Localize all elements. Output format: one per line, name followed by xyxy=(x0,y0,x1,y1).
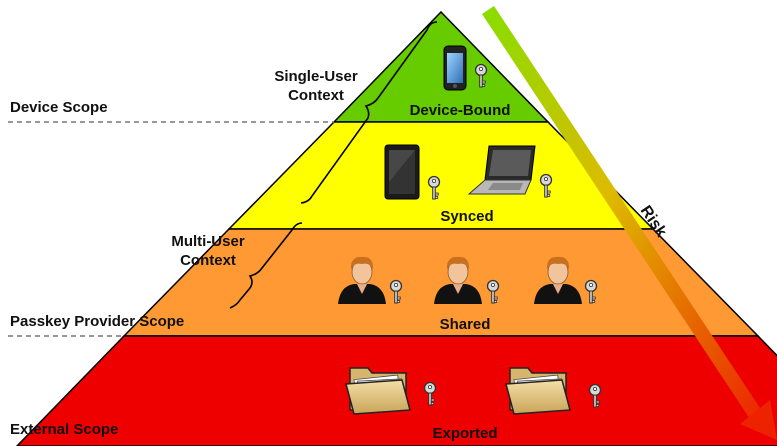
tier-label-synced: Synced xyxy=(440,208,493,225)
device-scope-label: Device Scope xyxy=(10,99,108,116)
multi-user-context-brace xyxy=(229,222,303,309)
tier-label-device-bound: Device-Bound xyxy=(410,102,511,119)
single-user-context-brace xyxy=(300,21,438,204)
multi-user-context-label: Multi-User Context xyxy=(162,232,254,270)
multi-user-context-line2: Context xyxy=(180,252,236,269)
folder-icon xyxy=(505,367,571,415)
smartphone-icon xyxy=(443,45,467,91)
external-scope-label: External Scope xyxy=(10,421,119,438)
laptop-icon xyxy=(467,145,536,195)
single-user-context-line2: Context xyxy=(288,87,344,104)
multi-user-context-line1: Multi-User xyxy=(171,233,245,250)
risk-arrow xyxy=(482,6,777,440)
tier-label-shared: Shared xyxy=(440,316,491,333)
single-user-context-label: Single-User Context xyxy=(268,67,364,105)
provider-scope-label: Passkey Provider Scope xyxy=(10,313,185,330)
single-user-context-line1: Single-User xyxy=(274,68,358,85)
tablet-icon xyxy=(384,144,420,200)
tier-label-exported: Exported xyxy=(432,425,497,442)
folder-icon xyxy=(345,367,411,415)
